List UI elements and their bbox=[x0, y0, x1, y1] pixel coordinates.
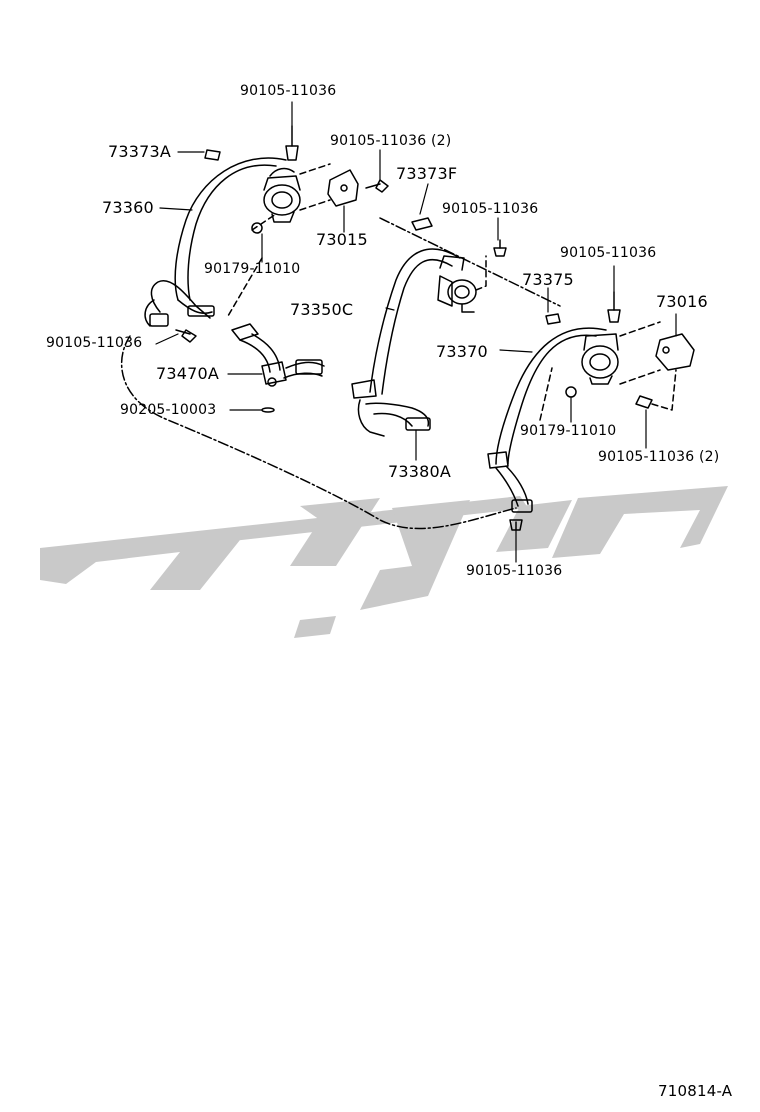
callout-bolt-top: 90105-11036 bbox=[240, 83, 337, 99]
callout-73373f: 73373F bbox=[396, 164, 458, 183]
reference-line-3 bbox=[227, 257, 263, 317]
callout-73373a: 73373A bbox=[108, 142, 172, 161]
fasteners bbox=[175, 125, 653, 531]
callout-73375: 73375 bbox=[522, 270, 574, 289]
reference-line-2 bbox=[379, 217, 561, 307]
left-buckle bbox=[231, 323, 325, 387]
leader-lines bbox=[155, 101, 677, 563]
center-seat-belt bbox=[351, 248, 487, 437]
callout-bolt-right-pair: 90105-11036 (2) bbox=[598, 449, 720, 465]
callout-bolt-center: 90105-11036 bbox=[442, 201, 539, 217]
callout-73470a: 73470A bbox=[156, 364, 220, 383]
callout-73350c: 73350C bbox=[290, 300, 354, 319]
left-seat-belt bbox=[144, 157, 287, 327]
callout-bolt-pair: 90105-11036 (2) bbox=[330, 133, 452, 149]
callout-73370: 73370 bbox=[436, 342, 488, 361]
right-seat-belt bbox=[487, 321, 695, 513]
callout-bolt-left-lower: 90105-11036 bbox=[46, 335, 143, 351]
callout-73016: 73016 bbox=[656, 292, 708, 311]
figure-code: 710814-A bbox=[658, 1082, 733, 1100]
callout-clip: 90205-10003 bbox=[120, 402, 217, 418]
callout-nut-left: 90179-11010 bbox=[204, 261, 301, 277]
watermark-logo bbox=[40, 486, 728, 638]
callout-73380a: 73380A bbox=[388, 462, 452, 481]
left-retractor bbox=[251, 163, 359, 231]
callout-73015: 73015 bbox=[316, 230, 368, 249]
reference-line bbox=[120, 335, 517, 530]
callout-bolt-bottom: 90105-11036 bbox=[466, 563, 563, 579]
callout-73360: 73360 bbox=[102, 198, 154, 217]
callout-nut-right: 90179-11010 bbox=[520, 423, 617, 439]
callout-bolt-right-top: 90105-11036 bbox=[560, 245, 657, 261]
